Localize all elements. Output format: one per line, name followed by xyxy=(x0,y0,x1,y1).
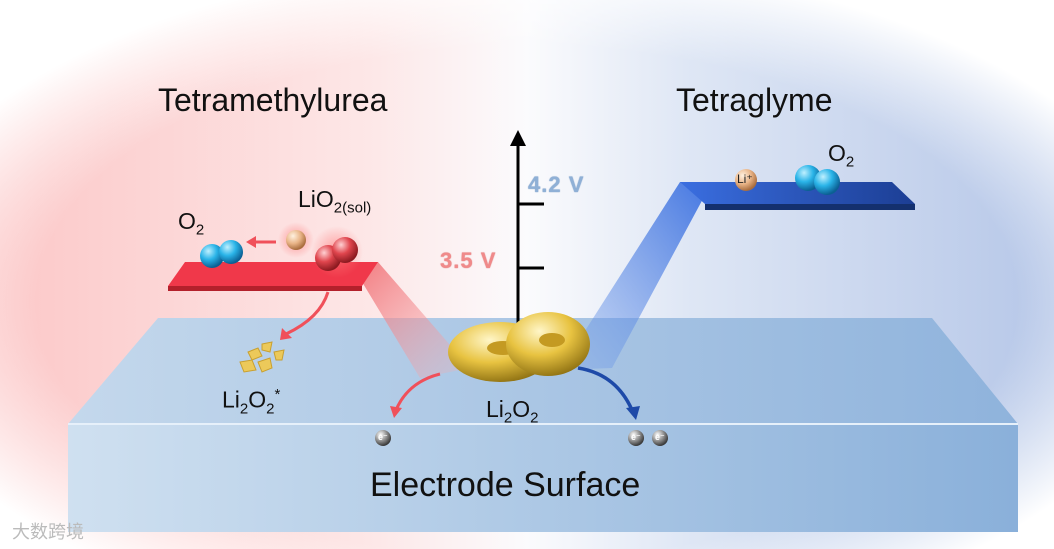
label-li2o2: Li2O2 xyxy=(486,396,539,427)
electron-ball-right-a xyxy=(628,430,644,446)
voltage-label-3-5v: 3.5 V xyxy=(440,248,497,273)
left-shelf-edge xyxy=(168,286,362,291)
arrow-li-release-head xyxy=(246,236,256,248)
left-ramp xyxy=(350,262,470,378)
right-li-ion xyxy=(735,169,757,191)
arrow-lio2-to-li2o2star xyxy=(285,291,330,336)
right-o2-atom-b xyxy=(814,169,840,195)
voltage-label-4-2v: 4.2 V xyxy=(528,172,585,197)
label-left-o2: O2 xyxy=(178,208,205,239)
electron-label-right-a: e⁻ xyxy=(631,432,641,442)
voltage-axis-arrowhead xyxy=(510,130,526,146)
electron-ball-left xyxy=(375,430,391,446)
title-tetraglyme: Tetraglyme xyxy=(676,82,833,118)
right-shelf-edge xyxy=(705,204,915,210)
label-li-plus: Li⁺ xyxy=(737,172,753,186)
electron-ball-right-b xyxy=(652,430,668,446)
arrow-lio2-to-li2o2star-head xyxy=(280,328,292,340)
arrow-right-electron-head xyxy=(626,406,640,420)
label-right-o2: O2 xyxy=(828,140,855,171)
label-li2o2-star: Li2O2* xyxy=(222,386,281,418)
electron-label-left: e⁻ xyxy=(378,432,388,442)
watermark: 大数跨境 xyxy=(12,522,84,543)
li2o2-star-flakes xyxy=(239,341,285,373)
electrode-surface-label: Electrode Surface xyxy=(370,466,641,504)
title-tetramethylurea: Tetramethylurea xyxy=(158,82,388,118)
left-o2-atom-b xyxy=(219,240,243,264)
right-ramp xyxy=(560,182,712,370)
left-o2-atom-a xyxy=(200,244,224,268)
left-li-ion xyxy=(286,230,306,250)
electrode-front-face xyxy=(68,424,1018,532)
label-lio2-sol: LiO2(sol) xyxy=(298,186,372,217)
arrow-right-electron xyxy=(577,366,634,411)
arrow-left-electron xyxy=(394,372,441,411)
li2o2-toroid xyxy=(448,312,590,382)
electron-label-right-b: e⁻ xyxy=(655,432,665,442)
lio2-atom-b xyxy=(332,237,358,263)
arrow-left-electron-head xyxy=(390,406,402,418)
